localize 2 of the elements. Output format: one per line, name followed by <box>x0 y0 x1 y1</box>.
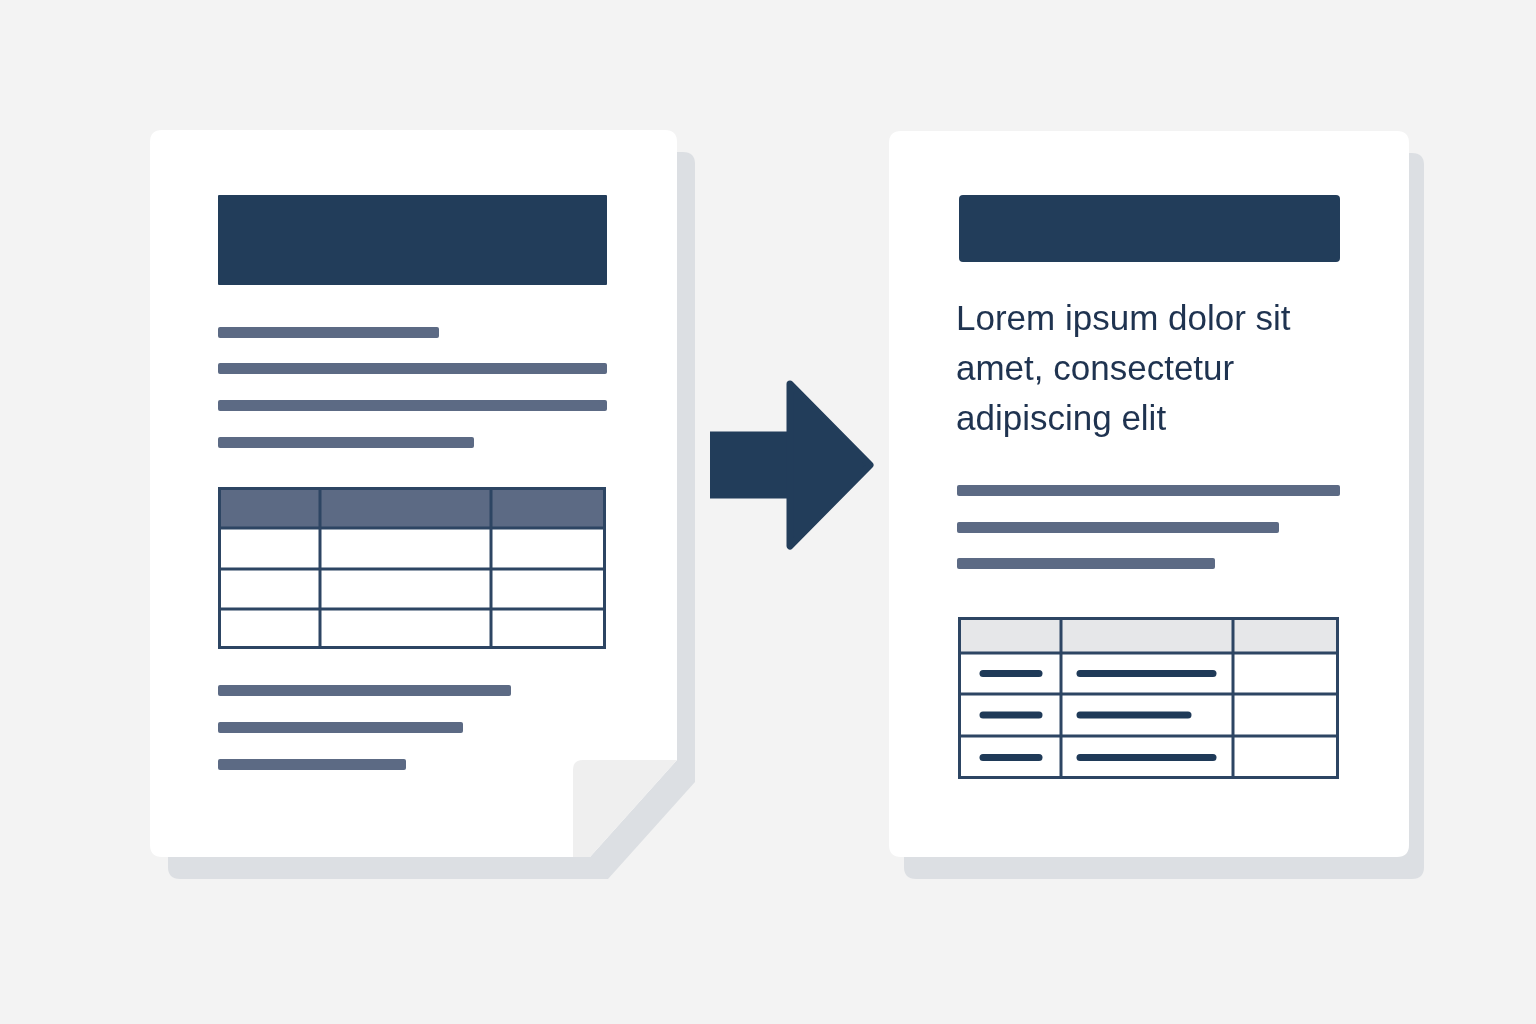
heading-text: Lorem ipsum dolor sit amet, consectetur adipiscing elit <box>956 297 1292 439</box>
document-page <box>150 130 697 880</box>
